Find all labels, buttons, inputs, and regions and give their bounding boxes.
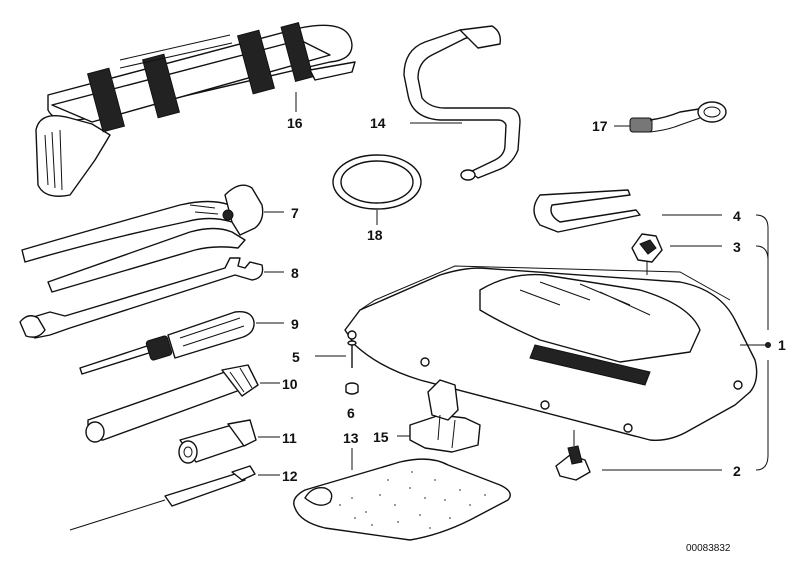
tool-roll-illustration	[35, 22, 356, 197]
callout-11: 11	[282, 430, 297, 446]
socket-wrench-illustration	[85, 364, 259, 443]
callout-13: 13	[343, 430, 359, 446]
lug-wrench-illustration	[403, 25, 521, 181]
callout-12: 12	[282, 468, 298, 484]
callout-7: 7	[291, 205, 299, 221]
diagram-code: 00083832	[686, 543, 731, 554]
ring-illustration	[332, 154, 422, 210]
bag-texture	[339, 471, 486, 529]
tool-tray-illustration	[344, 265, 758, 441]
callout-9: 9	[291, 316, 299, 332]
callout-6: 6	[347, 405, 355, 421]
callout-5: 5	[292, 349, 300, 365]
short-socket-illustration	[178, 419, 257, 464]
clamp-illustration	[409, 379, 481, 453]
group-bracket	[755, 214, 769, 471]
callout-1: 1	[778, 337, 786, 353]
fastener-illustration	[555, 430, 591, 481]
pliers-illustration	[21, 184, 264, 293]
bracket-node	[765, 342, 771, 348]
strap-illustration	[533, 189, 641, 233]
callout-14: 14	[370, 115, 386, 131]
callout-2: 2	[733, 463, 741, 479]
callout-8: 8	[291, 265, 299, 281]
screw-illustration	[347, 340, 357, 368]
callout-15: 15	[373, 429, 389, 445]
clip-nut-illustration	[631, 233, 663, 275]
callout-17: 17	[592, 118, 608, 134]
callout-10: 10	[282, 376, 298, 392]
callout-18: 18	[367, 227, 383, 243]
pin-tool-illustration	[69, 465, 256, 531]
open-end-wrench-illustration	[19, 257, 264, 339]
callout-3: 3	[733, 239, 741, 255]
grommet-illustration	[345, 382, 359, 395]
bag-illustration	[293, 458, 511, 541]
callout-16: 16	[287, 115, 303, 131]
callout-4: 4	[733, 208, 741, 224]
towing-eye-illustration	[629, 101, 727, 133]
screwdriver-illustration	[79, 311, 255, 375]
